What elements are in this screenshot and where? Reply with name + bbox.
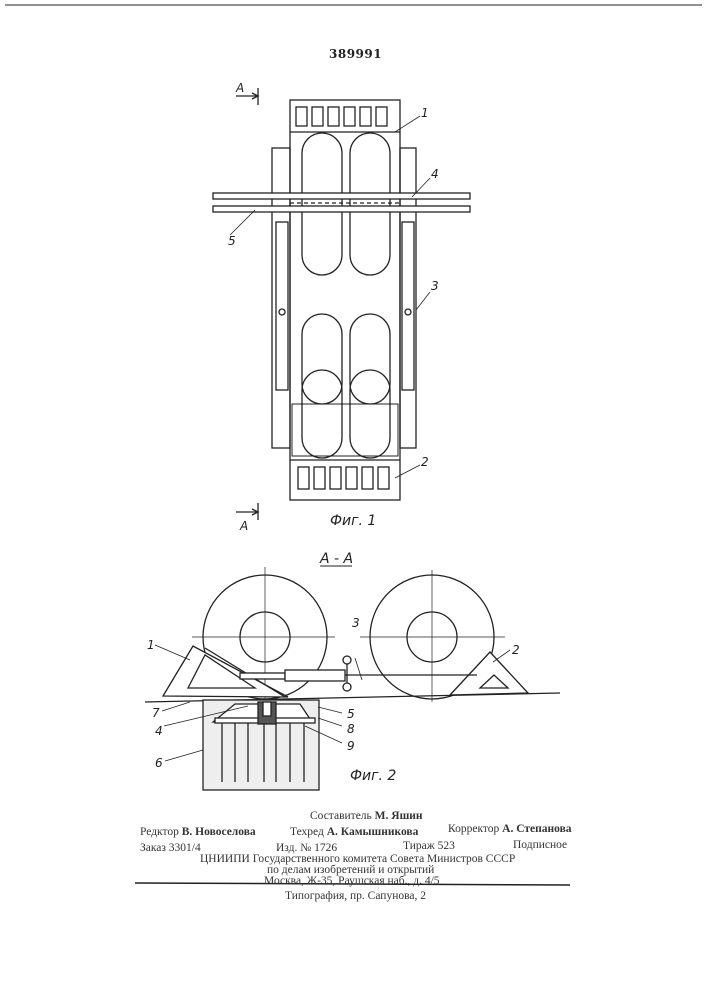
subscription: Подписное xyxy=(513,839,567,851)
order: Заказ 3301/4 xyxy=(140,842,201,854)
corrector-line: Корректор А. Степанова xyxy=(448,823,572,835)
section-title: А - А xyxy=(319,551,353,567)
editor-line: Редктор В. Новоселова xyxy=(140,826,256,838)
frame xyxy=(290,100,400,500)
svg-text:1: 1 xyxy=(421,106,429,120)
compiler-label: Составитель xyxy=(310,810,372,822)
corrector-label: Корректор xyxy=(448,823,499,835)
svg-text:5: 5 xyxy=(228,234,236,248)
svg-text:2: 2 xyxy=(512,643,520,657)
svg-text:5: 5 xyxy=(347,707,355,721)
bottom-plate-slots xyxy=(298,467,389,489)
compiler-line: Составитель М. Яшин xyxy=(310,810,423,822)
wheels-top-view xyxy=(302,133,390,458)
svg-text:3: 3 xyxy=(352,616,360,630)
rods xyxy=(213,193,470,212)
svg-text:1: 1 xyxy=(147,638,155,652)
techred-label: Техред xyxy=(290,826,324,838)
editor-label: Редктор xyxy=(140,826,179,838)
printer: Типография, пр. Сапунова, 2 xyxy=(285,890,426,902)
top-plate-slots xyxy=(296,107,387,126)
figure-2: А - А xyxy=(145,551,560,790)
patent-number: 389991 xyxy=(329,47,382,61)
svg-text:3: 3 xyxy=(431,279,439,293)
fig2-caption: Фиг. 2 xyxy=(350,768,396,784)
svg-text:6: 6 xyxy=(155,756,163,770)
svg-text:7: 7 xyxy=(152,706,160,720)
section-marker-top: А xyxy=(235,81,258,105)
svg-text:А: А xyxy=(239,519,248,533)
svg-text:4: 4 xyxy=(155,724,163,738)
corrector: А. Степанова xyxy=(502,823,571,835)
svg-text:А: А xyxy=(235,81,244,95)
foundation-pit xyxy=(203,700,319,790)
svg-text:4: 4 xyxy=(431,167,439,181)
editor: В. Новоселова xyxy=(182,826,256,838)
print-run: Тираж 523 xyxy=(403,840,455,852)
figure-1: А А xyxy=(213,81,470,533)
techred: А. Камышникова xyxy=(327,826,419,838)
compiler: М. Яшин xyxy=(375,810,423,822)
svg-text:2: 2 xyxy=(421,455,429,469)
svg-text:8: 8 xyxy=(347,722,355,736)
svg-text:9: 9 xyxy=(347,739,355,753)
fig1-caption: Фиг. 1 xyxy=(330,513,376,529)
section-marker-bottom: А xyxy=(236,503,258,533)
techred-line: Техред А. Камышникова xyxy=(290,826,418,838)
org-line-3: Москва, Ж-35, Раушская наб., д. 4/5 xyxy=(264,875,440,887)
